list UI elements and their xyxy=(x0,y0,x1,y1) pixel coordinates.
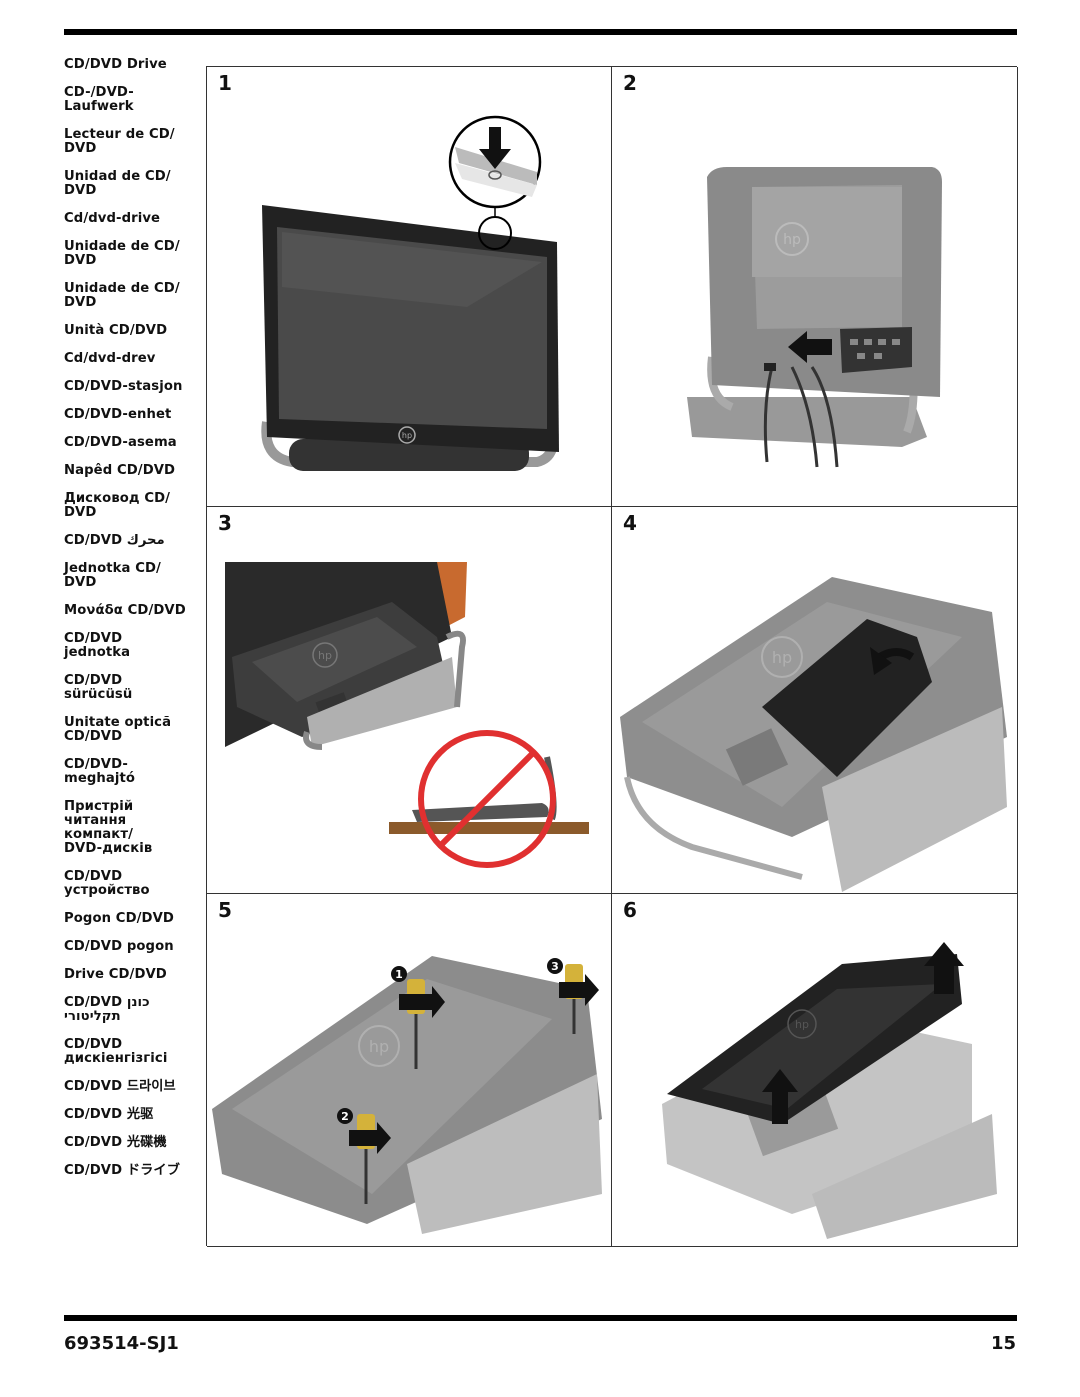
hp-logo-icon: hp xyxy=(795,1018,809,1031)
language-label: CD/DVD 드라이브 xyxy=(64,1079,176,1094)
language-label: CD/DVD ドライブ xyxy=(64,1163,180,1178)
power-button-icon xyxy=(488,170,502,180)
language-label: Napêd CD/DVD xyxy=(64,463,176,478)
step-4-panel: 4 hp xyxy=(612,507,1018,894)
language-label: Unidade de CD/DVD xyxy=(64,239,180,268)
arrow-left-icon xyxy=(788,331,832,363)
hp-logo-icon: hp xyxy=(402,431,412,440)
step-number: 5 xyxy=(218,898,232,922)
rotate-arrow-icon xyxy=(559,974,599,1006)
lay-face-down-illustration: hp xyxy=(225,562,589,868)
language-label: CD/DVD-stasjon xyxy=(64,379,183,394)
step-number: 6 xyxy=(623,898,637,922)
step-3-panel: 3 hp xyxy=(207,507,612,894)
language-label: Jednotka CD/DVD xyxy=(64,561,161,590)
language-label: CD/DVD-meghajtó xyxy=(64,757,136,786)
arrow-down-icon xyxy=(479,127,511,169)
page-number: 15 xyxy=(990,1333,1016,1354)
disconnect-cables-illustration: hp xyxy=(687,167,942,468)
arrow-up-icon xyxy=(924,942,964,994)
step-6-panel: 6 hp xyxy=(612,894,1018,1247)
top-rule xyxy=(64,29,1017,35)
language-label: Pogon CD/DVD xyxy=(64,911,174,926)
hp-logo-icon: hp xyxy=(369,1037,389,1056)
step-1-panel: 1 hp xyxy=(207,67,612,507)
monitor-front-illustration: hp xyxy=(261,115,559,471)
language-label: CD/DVD pogon xyxy=(64,939,174,954)
document-code: 693514-SJ1 xyxy=(64,1333,179,1354)
step-number: 2 xyxy=(623,71,637,95)
rotate-arrow-icon xyxy=(349,1122,391,1154)
language-label: Μονάδα CD/DVD xyxy=(64,603,186,618)
language-label: Unidade de CD/DVD xyxy=(64,281,180,310)
language-label: محرك CD/DVD xyxy=(64,533,165,548)
remove-port-cover-illustration: hp xyxy=(620,577,1007,892)
language-label: Unità CD/DVD xyxy=(64,323,168,338)
language-label: Drive CD/DVD xyxy=(64,967,167,982)
step-number: 1 xyxy=(218,71,232,95)
arrow-up-icon xyxy=(762,1069,798,1124)
hp-logo-icon: hp xyxy=(772,648,792,667)
language-label: CD-/DVD-Laufwerk xyxy=(64,85,134,114)
curved-arrow-icon xyxy=(870,647,892,675)
step-number: 3 xyxy=(218,511,232,535)
language-label: CD/DVD-enhet xyxy=(64,407,172,422)
language-label: Дисковод CD/DVD xyxy=(64,491,171,520)
language-label: Unidad de CD/DVD xyxy=(64,169,171,198)
language-label: Lecteur de CD/DVD xyxy=(64,127,175,156)
language-label: CD/DVD 光碟機 xyxy=(64,1135,167,1150)
screw-marker-3: 3 xyxy=(551,960,559,973)
step-grid: 1 hp 2 xyxy=(206,66,1018,1247)
remove-screws-illustration: hp 1 2 3 xyxy=(212,956,602,1234)
lift-rear-panel-illustration: hp xyxy=(662,942,997,1239)
hp-logo-icon: hp xyxy=(318,649,332,662)
language-label: Cd/dvd-drev xyxy=(64,351,156,366)
screw-marker-1: 1 xyxy=(395,968,403,981)
step-5-panel: 5 hp 1 xyxy=(207,894,612,1247)
language-label: CD/DVD-asema xyxy=(64,435,177,450)
language-label: Cd/dvd-drive xyxy=(64,211,161,226)
step-2-panel: 2 hp xyxy=(612,67,1018,507)
language-label: CD/DVD Drive xyxy=(64,57,167,72)
screw-marker-2: 2 xyxy=(341,1110,349,1123)
step-number: 4 xyxy=(623,511,637,535)
hp-logo-icon: hp xyxy=(783,232,801,248)
language-label: CD/DVD 光驱 xyxy=(64,1107,154,1122)
rotate-arrow-icon xyxy=(399,986,445,1018)
bottom-rule xyxy=(64,1315,1017,1321)
prohibited-icon xyxy=(418,730,556,868)
